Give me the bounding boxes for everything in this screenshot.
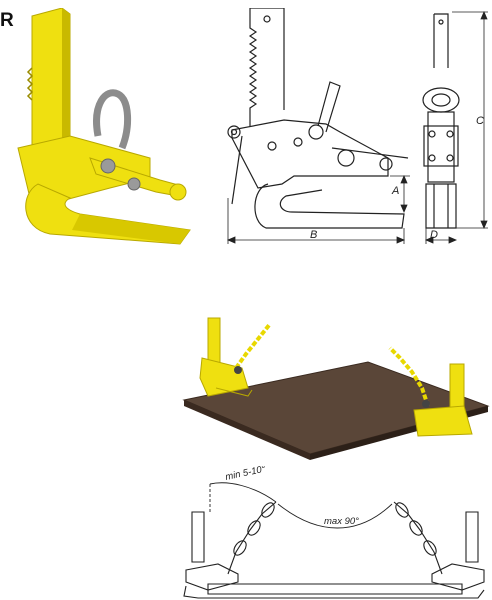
min-angle-label: min 5-10° bbox=[224, 466, 266, 483]
max-angle-label: max 90° bbox=[324, 516, 359, 527]
corner-letter: R bbox=[0, 10, 14, 31]
dim-a-label: A bbox=[391, 185, 399, 197]
plate-lifting-render bbox=[182, 317, 490, 460]
clamp-3d-render bbox=[17, 8, 191, 245]
front-view-drawing: C D bbox=[422, 10, 488, 244]
dim-b-label: B bbox=[310, 229, 317, 241]
dim-d-label: D bbox=[430, 229, 438, 241]
angle-diagram: min 5-10° max 90° bbox=[183, 466, 485, 599]
side-view-drawing: A B bbox=[226, 8, 410, 244]
dim-c-label: C bbox=[476, 115, 484, 127]
